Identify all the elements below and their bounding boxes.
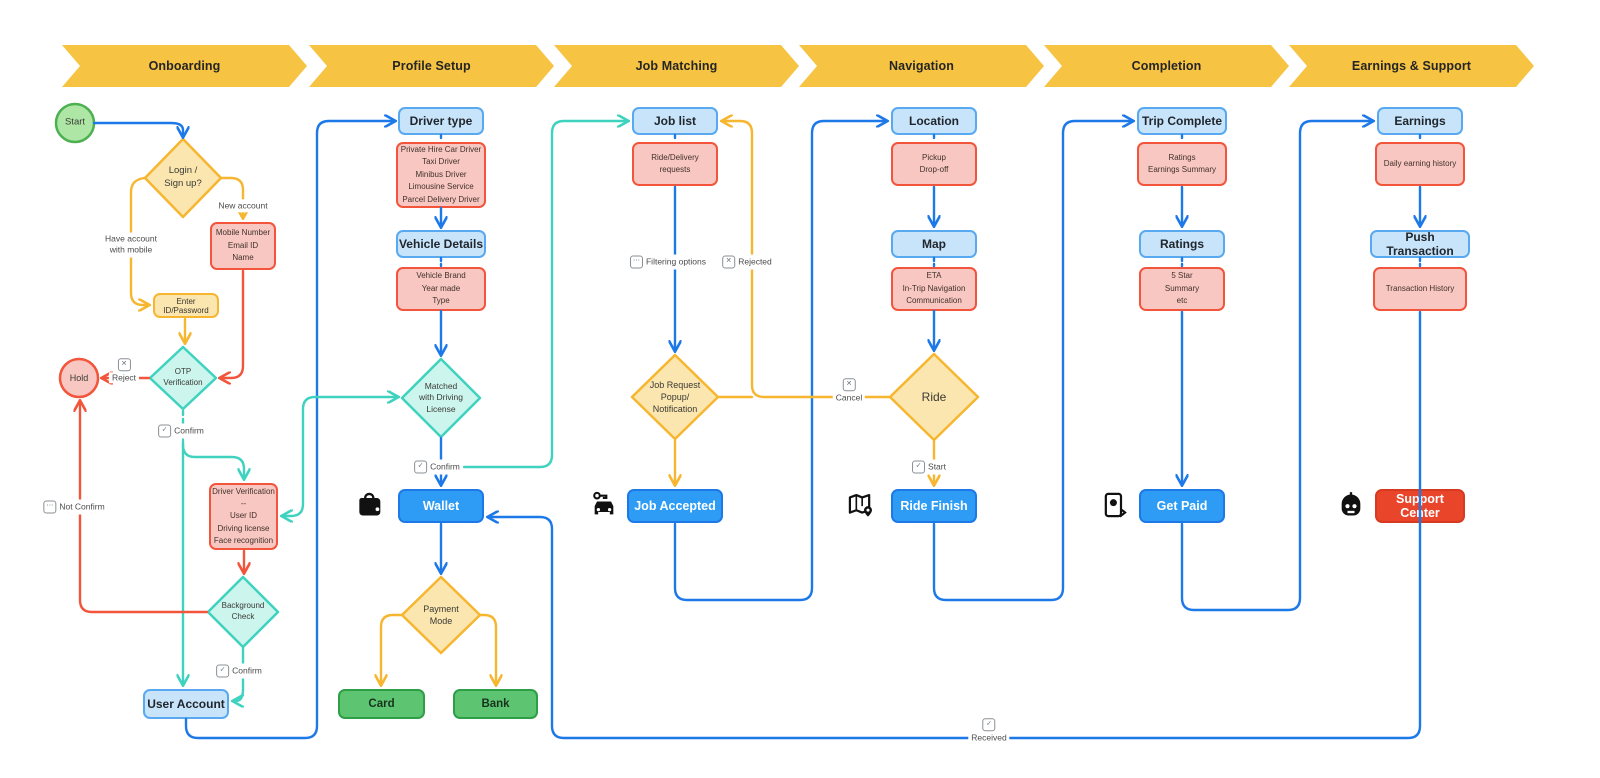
- edge-label-cancel: ✕ Cancel: [830, 377, 868, 404]
- login-signup-label: Login / Sign up?: [164, 165, 202, 189]
- support-center-box: Support Center: [1375, 489, 1465, 523]
- ride-label: Ride: [921, 389, 947, 404]
- wallet-icon: [357, 491, 385, 519]
- received-text: Received: [968, 732, 1010, 744]
- phase-chevron-profile-setup: Profile Setup: [309, 45, 554, 87]
- edge-ride-finish-to-trip-complete: [932, 121, 1131, 602]
- hold-label: Hold: [69, 372, 89, 383]
- edge-label-reject: ✕ Reject: [106, 357, 142, 384]
- card-box: Card: [338, 689, 425, 719]
- x-icon: ✕: [842, 378, 856, 392]
- edge-payment-to-card: [381, 613, 405, 683]
- five-star-box: 5 Star Summary etc: [1139, 267, 1225, 311]
- edge-label-have-account: Have account with mobile: [102, 232, 160, 258]
- phase-chevron-completion: Completion: [1044, 45, 1289, 87]
- edge-payment-to-bank: [477, 613, 496, 683]
- wallet-box: Wallet: [398, 489, 484, 523]
- edge-label-confirm-background: ✓ Confirm: [213, 663, 265, 679]
- vehicle-details-box: Vehicle Details: [396, 230, 486, 258]
- daily-history-box: Daily earning history: [1375, 142, 1465, 186]
- pickup-dropoff-box: Pickup Drop-off: [891, 142, 977, 186]
- push-transaction-box: Push Transaction: [1370, 230, 1470, 258]
- trip-complete-box: Trip Complete: [1137, 107, 1227, 135]
- bank-box: Bank: [453, 689, 538, 719]
- check-icon: ✓: [912, 460, 926, 474]
- confirm-otp-text: Confirm: [174, 425, 204, 436]
- start-ride-text: Start: [928, 461, 946, 472]
- rejected-text: Rejected: [738, 256, 772, 267]
- earnings-box: Earnings: [1377, 107, 1463, 135]
- edge-label-confirm-matched: ✓ Confirm: [411, 459, 463, 475]
- job-list-box: Job list: [632, 107, 718, 135]
- get-paid-box: Get Paid: [1139, 489, 1225, 523]
- edge-transaction-history-received-to-wallet: [490, 310, 1422, 740]
- check-icon: ✓: [982, 718, 996, 732]
- have-account-text: Have account with mobile: [105, 233, 157, 255]
- car-key-icon: [590, 491, 618, 519]
- driver-verification-box: Driver Verification -- User ID Driving l…: [209, 483, 278, 550]
- ride-delivery-box: Ride/Delivery requests: [632, 142, 718, 186]
- red-edges: [80, 269, 245, 614]
- edge-label-filtering-options: ⋯ Filtering options: [626, 254, 710, 270]
- eta-box: ETA In-Trip Navigation Communication: [891, 267, 977, 311]
- map-pin-icon: [847, 491, 875, 519]
- job-accepted-box: Job Accepted: [627, 489, 723, 523]
- ratings-summary-box: Ratings Earnings Summary: [1137, 142, 1227, 186]
- payment-mode-label: Payment Mode: [423, 603, 459, 626]
- phase-chevron-earnings-support: Earnings & Support: [1289, 45, 1534, 87]
- otp-label: OTP Verification: [163, 367, 203, 387]
- edge-label-confirm-otp: ✓ Confirm: [155, 423, 207, 439]
- x-icon: ✕: [117, 358, 131, 372]
- support-robot-icon: [1337, 491, 1365, 519]
- matched-license-label: Matched with Driving License: [419, 380, 463, 414]
- phase-chevron-onboarding: Onboarding: [62, 45, 307, 87]
- check-icon: ✓: [414, 460, 428, 474]
- background-check-label: Background Check: [221, 601, 265, 621]
- dots-icon: ⋯: [43, 500, 57, 514]
- mobile-info-box: Mobile Number Email ID Name: [210, 222, 276, 270]
- edge-user-account-to-driver-type: [184, 121, 393, 740]
- new-account-text: New account: [218, 200, 268, 211]
- edge-confirm-to-driver-verification: [181, 443, 244, 477]
- map-box: Map: [891, 230, 977, 258]
- edge-start-to-login: [92, 121, 183, 135]
- not-confirm-text: Not Confirm: [59, 501, 105, 512]
- edge-label-not-confirm: ⋯ Not Confirm: [40, 499, 108, 515]
- confirm-background-text: Confirm: [232, 665, 262, 676]
- edge-label-new-account: New account: [215, 199, 271, 213]
- start-label: Start: [64, 116, 86, 128]
- edge-job-accepted-to-location: [673, 121, 885, 602]
- edge-mobile-info-to-otp: [222, 269, 245, 378]
- transaction-history-box: Transaction History: [1373, 267, 1467, 311]
- user-account-box: User Account: [143, 689, 229, 719]
- reject-text: Reject: [108, 372, 140, 384]
- driver-type-options-box: Private Hire Car Driver Taxi Driver Mini…: [396, 142, 486, 208]
- edge-label-received: ✓ Received: [965, 717, 1012, 744]
- phase-chevron-job-matching: Job Matching: [554, 45, 799, 87]
- x-icon: ✕: [722, 255, 736, 269]
- ride-finish-box: Ride Finish: [891, 489, 977, 523]
- edge-get-paid-to-earnings: [1180, 121, 1371, 612]
- blue-edges: [92, 121, 1422, 740]
- dots-icon: ⋯: [629, 255, 643, 269]
- check-icon: ✓: [158, 424, 172, 438]
- location-box: Location: [891, 107, 977, 135]
- ratings-box: Ratings: [1139, 230, 1225, 258]
- cash-icon: [1100, 491, 1128, 519]
- edge-label-start-ride: ✓ Start: [909, 459, 949, 475]
- phase-chevron-navigation: Navigation: [799, 45, 1044, 87]
- driver-type-box: Driver type: [398, 107, 484, 135]
- cancel-text: Cancel: [832, 392, 866, 404]
- edge-label-rejected: ✕ Rejected: [719, 254, 775, 270]
- filtering-options-text: Filtering options: [645, 256, 707, 267]
- check-icon: ✓: [216, 664, 230, 678]
- enter-id-password-box: Enter ID/Password: [153, 293, 219, 318]
- confirm-matched-text: Confirm: [430, 461, 460, 472]
- vehicle-info-box: Vehicle Brand Year made Type: [396, 267, 486, 311]
- job-request-label: Job Request Popup/ Notification: [649, 379, 701, 415]
